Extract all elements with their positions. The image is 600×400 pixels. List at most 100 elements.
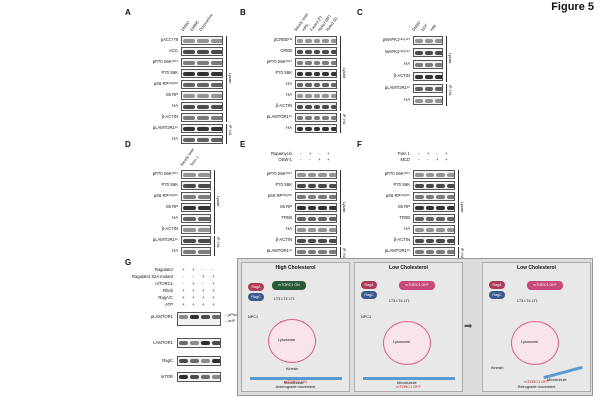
treatment-sign: - <box>318 151 320 156</box>
treatment-sign: + <box>182 267 185 272</box>
blot-band <box>436 217 445 221</box>
blot-band <box>183 39 195 43</box>
pane-title: High Cholesterol <box>275 265 316 271</box>
blot-strip <box>413 96 443 105</box>
panel-label-d: D <box>125 140 131 149</box>
mtorc1-pill: mTORC1 OFF <box>527 281 563 290</box>
blot-row-label: pS6 RP²³⁵⁄²³⁶ <box>385 193 410 198</box>
treatment-sign: + <box>327 157 330 162</box>
pane-title: Low Cholesterol <box>517 265 556 271</box>
blot-row-label: HA <box>172 215 178 220</box>
blot-band <box>183 228 196 232</box>
lt4-label: LT4 <box>281 297 288 301</box>
blot-band <box>198 206 210 210</box>
blot-row-label: pP70 S6K¹³⁸⁹ <box>266 171 292 176</box>
treatment-sign: - <box>418 151 420 156</box>
blot-band <box>328 173 336 177</box>
blot-strip <box>295 192 337 201</box>
blot-band <box>197 50 209 54</box>
lt1-label: LT1 <box>288 297 295 301</box>
blot-row-label: LAMTOR1 <box>153 340 173 345</box>
blot-band <box>322 116 329 120</box>
blot-band <box>328 228 336 232</box>
blot-band <box>197 39 209 43</box>
blot-strip <box>181 113 223 122</box>
blot-strip <box>295 181 337 190</box>
lt1-label: LT1 <box>403 299 410 303</box>
lysate-side-label: Lysate <box>228 73 232 84</box>
blot-band <box>211 94 222 98</box>
treatment-sign: - <box>418 157 420 162</box>
blot-band <box>201 315 210 319</box>
blot-band <box>211 50 222 54</box>
blot-band <box>183 127 195 131</box>
blot-strip <box>181 214 211 223</box>
blot-strip <box>413 60 443 69</box>
treatment-sign: + <box>212 302 215 307</box>
treatment-sign: + <box>212 274 215 279</box>
phospho-legend-label: ←unP <box>224 318 236 323</box>
caption-movement: Retrograde movement <box>517 384 556 389</box>
ip-bracket <box>338 113 341 133</box>
blot-band <box>436 250 445 254</box>
blot-band <box>330 72 336 76</box>
blot-band <box>425 228 434 232</box>
blot-band <box>198 184 210 188</box>
caption-movement: Anterograde movement <box>275 384 316 389</box>
blot-band <box>183 184 196 188</box>
blot-band <box>305 105 312 109</box>
ip-bracket <box>224 124 227 144</box>
lysosome-label: Lysosome <box>393 340 411 344</box>
blot-band <box>322 39 329 43</box>
ip-side-label: IP: HA <box>342 248 346 259</box>
column-header: DMSO <box>411 20 422 32</box>
kinesin-label: Kinesin <box>286 367 299 371</box>
blot-band <box>297 239 306 243</box>
blot-band <box>297 173 306 177</box>
treatment-label: Rheb <box>162 288 173 293</box>
ip-side-label: IP: HA <box>460 248 464 259</box>
blot-band <box>435 75 442 79</box>
blot-band <box>212 359 220 363</box>
blot-strip <box>413 181 455 190</box>
ip-bracket <box>212 236 215 256</box>
blot-row-label: pLAMTOR1¹⁶ <box>266 248 292 253</box>
pane-caption: mTORC1 OFF <box>355 385 462 389</box>
blot-row-label: P70 S6K <box>393 182 410 187</box>
lysate-side-label: Lysate <box>342 201 346 212</box>
blot-band <box>197 138 209 142</box>
blot-row-label: HA <box>404 226 410 231</box>
blot-band <box>328 206 336 210</box>
blot-row-label: pP70 S6K¹³⁸⁹ <box>152 59 178 64</box>
blot-row-label: HA <box>286 226 292 231</box>
blot-row-label: TFEB <box>399 215 410 220</box>
blot-row-label: pLAMTOR1¹⁶ <box>384 248 410 253</box>
blot-band <box>425 63 433 67</box>
blot-band <box>297 94 304 98</box>
blot-band <box>322 83 329 87</box>
blot-band <box>415 239 424 243</box>
treatment-label: OSW-1 <box>278 157 292 162</box>
microtubule-icon <box>250 377 342 380</box>
blot-band <box>322 105 329 109</box>
blot-band <box>211 105 222 109</box>
blot-strip <box>413 203 455 212</box>
blot-row-label: β-ACTIN <box>275 103 292 108</box>
blot-band <box>425 250 434 254</box>
blot-strip <box>413 48 443 57</box>
blot-row-label: TFEB <box>281 215 292 220</box>
blot-row-label: HA <box>286 92 292 97</box>
blot-band <box>190 375 199 379</box>
blot-band <box>446 228 454 232</box>
blot-band <box>446 173 454 177</box>
blot-band <box>313 94 321 98</box>
blot-band <box>197 94 209 98</box>
blot-band <box>307 184 316 188</box>
lysosome-label: Lysosome <box>521 340 539 344</box>
blot-row-label: pLAMTOR1 <box>150 314 173 319</box>
ragulator-labels: LT3 LT4 LT1 <box>389 299 410 303</box>
blot-band <box>313 116 321 120</box>
treatment-sign: + <box>192 302 195 307</box>
treatment-sign: + <box>192 281 195 286</box>
